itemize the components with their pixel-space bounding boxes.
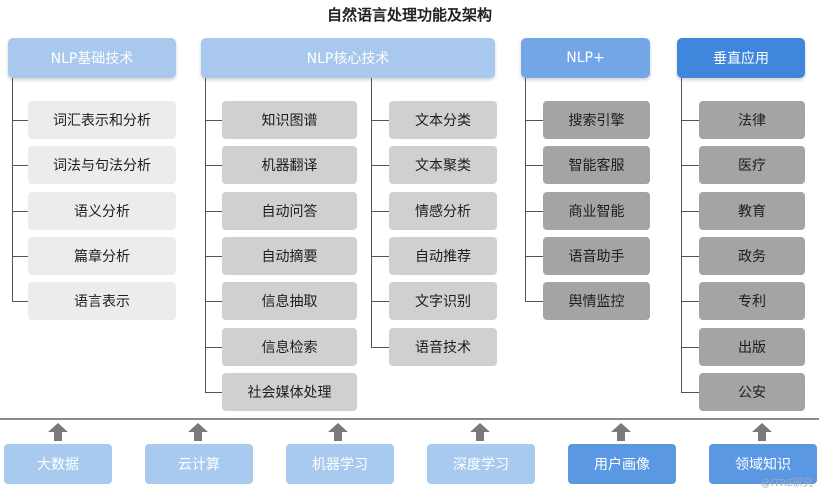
connector [525, 256, 543, 257]
core-item: 语音技术 [389, 328, 497, 366]
app-item: 专利 [699, 282, 805, 320]
connector [12, 120, 28, 121]
up-arrow-icon [328, 423, 348, 441]
watermark: @ITRE研究 [760, 478, 813, 489]
connector [681, 347, 699, 348]
core-item: 知识图谱 [222, 101, 357, 139]
connector [205, 347, 222, 348]
foundation-machine-learning: 机器学习 [286, 444, 394, 484]
connector [681, 165, 699, 166]
connector [371, 256, 389, 257]
basic-item: 语义分析 [28, 192, 176, 230]
basic-item: 语言表示 [28, 282, 176, 320]
core-item: 信息检索 [222, 328, 357, 366]
foundation-user-profile: 用户画像 [568, 444, 676, 484]
connector [371, 165, 389, 166]
plus-item: 舆情监控 [543, 282, 650, 320]
connector [205, 392, 222, 393]
core-item: 自动推荐 [389, 237, 497, 275]
plus-item: 智能客服 [543, 146, 650, 184]
foundation-deep-learning: 深度学习 [427, 444, 535, 484]
connector [205, 211, 222, 212]
connector [205, 120, 222, 121]
app-item: 医疗 [699, 146, 805, 184]
connector [371, 347, 389, 348]
connector [525, 165, 543, 166]
connector [371, 301, 389, 302]
connector [525, 120, 543, 121]
header-nlp-core: NLP核心技术 [201, 38, 495, 78]
connector [681, 120, 699, 121]
connector [681, 392, 699, 393]
connector-core-left-vertical [205, 78, 206, 393]
header-nlp-plus: NLP+ [521, 38, 650, 78]
connector [12, 165, 28, 166]
connector [371, 211, 389, 212]
basic-item: 词法与句法分析 [28, 146, 176, 184]
core-item: 信息抽取 [222, 282, 357, 320]
foundation-domain-knowledge: 领域知识 [709, 444, 817, 484]
core-item: 情感分析 [389, 192, 497, 230]
foundation-cloud-computing: 云计算 [145, 444, 253, 484]
app-item: 政务 [699, 237, 805, 275]
connector [681, 211, 699, 212]
connector [681, 256, 699, 257]
app-item: 教育 [699, 192, 805, 230]
connector [12, 211, 28, 212]
core-item: 文字识别 [389, 282, 497, 320]
header-nlp-plus-label: NLP+ [566, 50, 605, 66]
connector [525, 301, 543, 302]
connector-apps-vertical [681, 78, 682, 393]
up-arrow-icon [188, 423, 208, 441]
connector [205, 165, 222, 166]
plus-item: 搜索引擎 [543, 101, 650, 139]
header-nlp-basic-label: NLP基础技术 [50, 51, 134, 67]
app-item: 出版 [699, 328, 805, 366]
connector [525, 211, 543, 212]
core-item: 社会媒体处理 [222, 373, 357, 411]
core-item: 机器翻译 [222, 146, 357, 184]
connector [371, 120, 389, 121]
core-item: 自动问答 [222, 192, 357, 230]
core-item: 文本分类 [389, 101, 497, 139]
plus-item: 语音助手 [543, 237, 650, 275]
connector [12, 301, 28, 302]
up-arrow-icon [48, 423, 68, 441]
core-item: 文本聚类 [389, 146, 497, 184]
connector [205, 256, 222, 257]
plus-item: 商业智能 [543, 192, 650, 230]
foundation-big-data: 大数据 [4, 444, 112, 484]
header-nlp-core-label: NLP核心技术 [306, 51, 390, 67]
up-arrow-icon [752, 423, 772, 441]
page-title: 自然语言处理功能及架构 [326, 6, 492, 24]
connector [12, 256, 28, 257]
up-arrow-icon [470, 423, 490, 441]
connector [205, 301, 222, 302]
header-nlp-basic: NLP基础技术 [8, 38, 176, 78]
connector-core-right-vertical [371, 78, 372, 348]
connector [681, 301, 699, 302]
basic-item: 篇章分析 [28, 237, 176, 275]
up-arrow-icon [611, 423, 631, 441]
app-item: 公安 [699, 373, 805, 411]
header-vertical-apps-label: 垂直应用 [713, 51, 769, 67]
header-vertical-apps: 垂直应用 [677, 38, 805, 78]
foundation-divider [0, 418, 819, 420]
connector-basic-vertical [12, 78, 13, 301]
connector-plus-vertical [525, 78, 526, 301]
app-item: 法律 [699, 101, 805, 139]
basic-item: 词汇表示和分析 [28, 101, 176, 139]
core-item: 自动摘要 [222, 237, 357, 275]
